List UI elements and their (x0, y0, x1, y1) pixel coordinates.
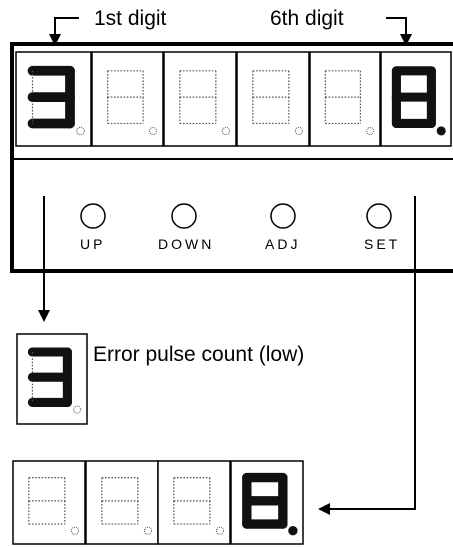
set-button-label: SET (364, 236, 401, 252)
sixth-digit-arrow-head (400, 34, 412, 46)
adj-button[interactable] (270, 203, 296, 229)
panel-digit-3 (163, 51, 237, 147)
first-digit-arrow-line (54, 17, 79, 36)
digit-cell-frame (12, 460, 86, 545)
up-button-label: UP (80, 236, 106, 252)
panel-digit-6 (380, 51, 452, 147)
decimal-point-unlit (366, 126, 375, 135)
sixth-digit-connector-arrow-head (318, 503, 330, 515)
digit-cell-frame (91, 51, 164, 147)
adj-button-label: ADJ (265, 236, 301, 252)
sixth-digit-detail-1 (12, 460, 86, 545)
sixth-digit-detail-4 (230, 460, 304, 545)
device-panel-outline (10, 42, 453, 273)
decimal-point-unlit (294, 126, 304, 136)
decimal-point-unlit (73, 405, 82, 414)
digit-cell-frame (163, 51, 237, 147)
digit-cell-frame (157, 460, 231, 545)
sixth-digit-label: 6th digit (270, 7, 344, 30)
digit-cell-frame (236, 51, 310, 147)
panel-digit-2 (91, 51, 164, 147)
first-digit-connector-arrow-head (38, 310, 50, 322)
sixth-digit-detail-2 (85, 460, 159, 545)
sixth-digit-arrow-line (386, 17, 407, 36)
digit-cell-frame (309, 51, 381, 147)
set-button[interactable] (366, 203, 392, 229)
up-button[interactable] (80, 203, 106, 229)
decimal-point-unlit (221, 126, 231, 136)
first-digit-label: 1st digit (94, 7, 167, 30)
down-button[interactable] (171, 203, 197, 229)
sixth-digit-connector (328, 196, 416, 510)
decimal-point-unlit (215, 526, 225, 535)
panel-digit-5 (309, 51, 381, 147)
first-digit-arrow-head (49, 34, 61, 46)
first-digit-detail (16, 333, 88, 425)
digit-cell-frame (85, 460, 159, 545)
digits-layer (12, 51, 452, 545)
decimal-point-lit (436, 126, 446, 136)
decimal-point-unlit (143, 526, 153, 535)
decimal-point-unlit (70, 526, 80, 535)
panel-digit-1 (15, 51, 92, 147)
down-button-label: DOWN (158, 236, 215, 252)
decimal-point-unlit (76, 126, 85, 136)
sixth-digit-detail-3 (157, 460, 231, 545)
first-digit-description: Error pulse count (low) (93, 343, 305, 366)
panel-digit-4 (236, 51, 310, 147)
decimal-point-unlit (149, 126, 158, 136)
decimal-point-lit (288, 526, 298, 536)
